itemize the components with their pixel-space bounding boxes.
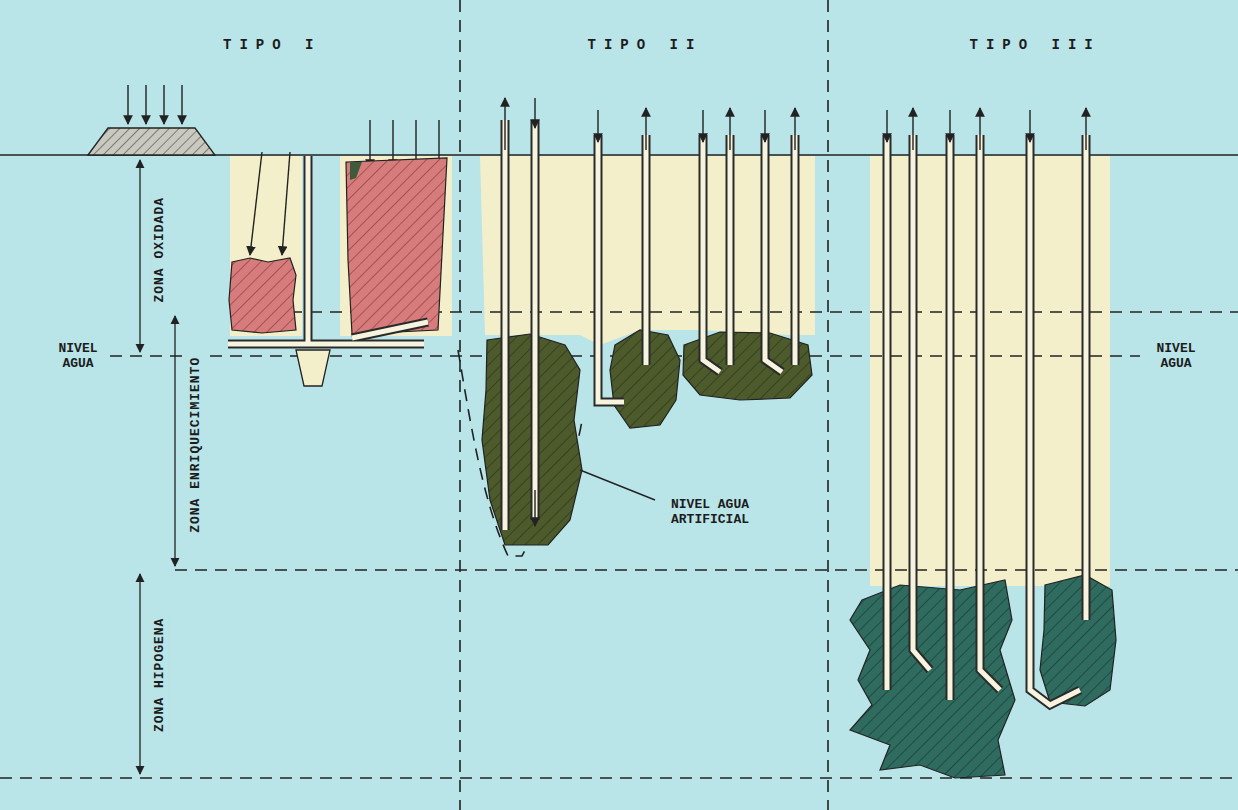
zone-label: ZONA ENRIQUECIMIENTO	[187, 354, 205, 536]
water-level-label: NIVEL AGUA	[49, 340, 107, 373]
zone-label: ZONA HIPOGENA	[151, 615, 169, 735]
water-level-label: NIVEL AGUA ARTIFICIAL	[660, 496, 761, 529]
type-heading: TIPO II	[585, 36, 706, 55]
type-heading: TIPO III	[967, 36, 1104, 55]
type-heading: TIPO I	[220, 36, 324, 55]
water-level-label: NIVEL AGUA	[1147, 340, 1205, 373]
zone-label: ZONA OXIDADA	[151, 194, 169, 306]
